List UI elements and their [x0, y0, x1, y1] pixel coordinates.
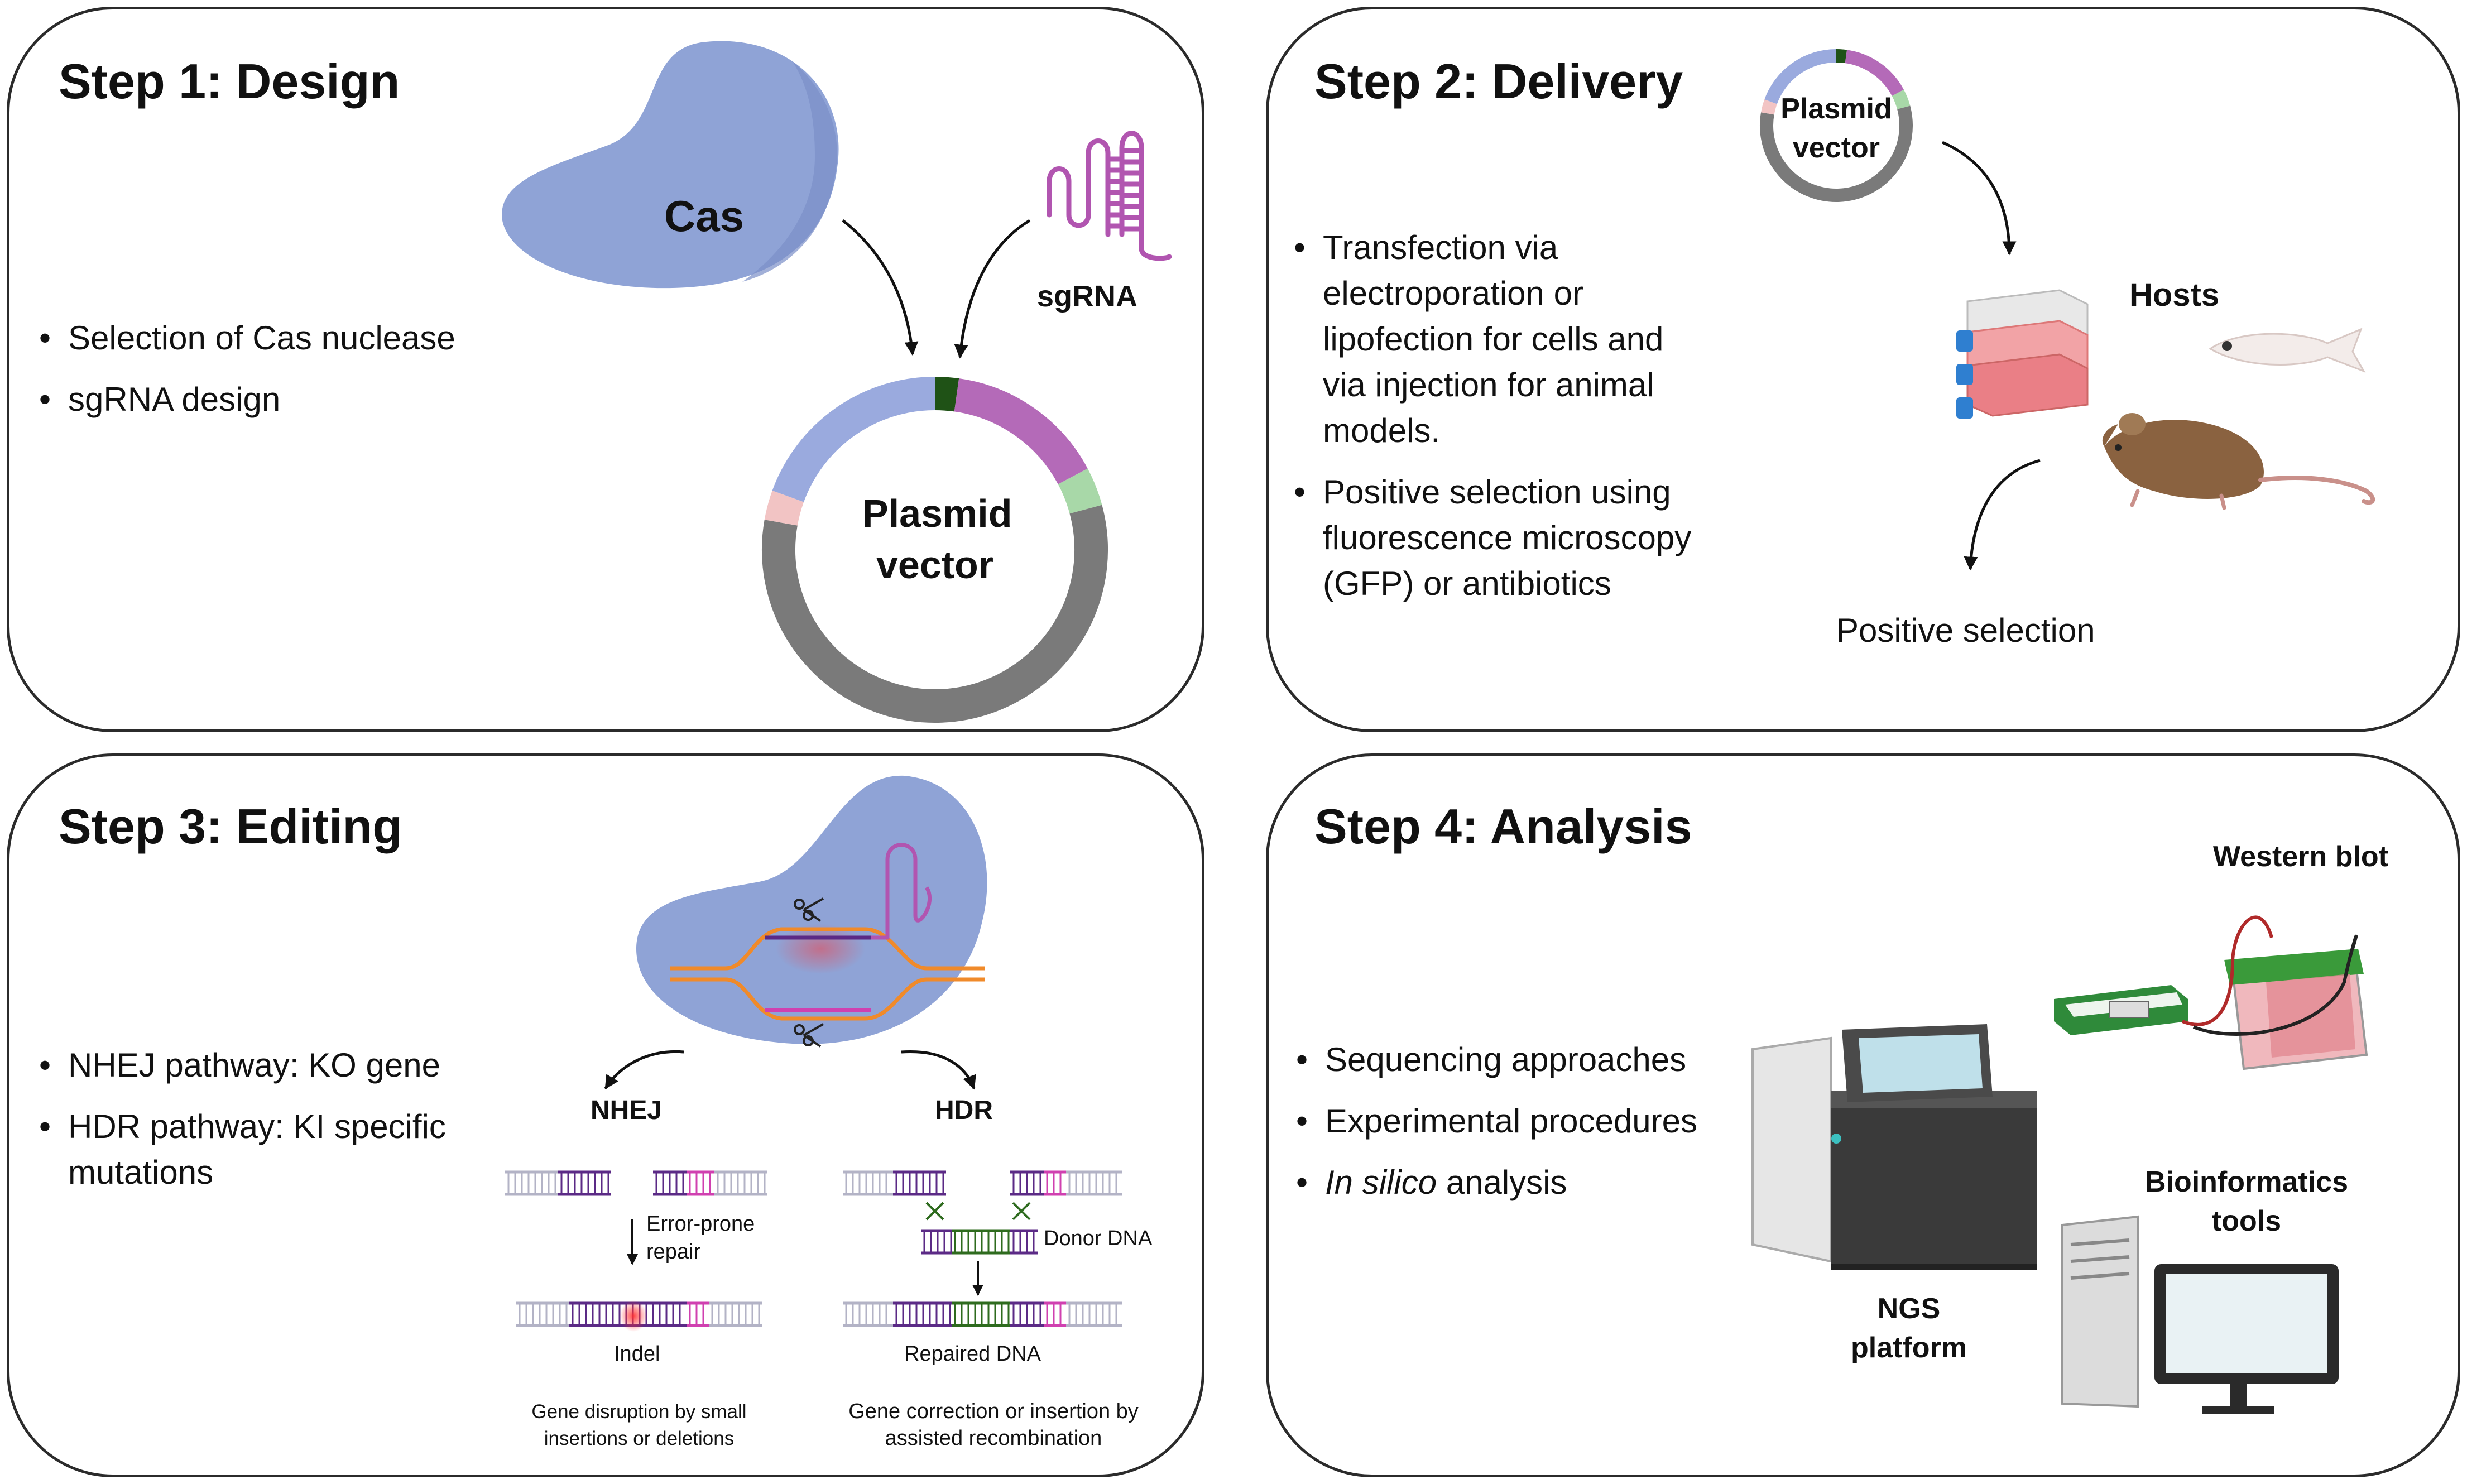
bullet-line: NHEJ pathway: KO gene: [68, 1046, 441, 1084]
indel-highlight: [620, 1300, 647, 1332]
cas-label: Cas: [664, 191, 745, 241]
crossover-marks: [925, 1202, 1031, 1221]
western-blot-icon: [2054, 915, 2368, 1070]
dna-strands: [505, 1170, 1122, 1327]
plasmid-label-line2: vector: [876, 543, 994, 587]
bullet-item: Experimental procedures: [1296, 1098, 1697, 1144]
step2-title: Step 2: Delivery: [1314, 54, 1683, 109]
nhej-label: NHEJ: [591, 1096, 663, 1125]
step1-panel: [7, 7, 1204, 732]
plasmid-small-label-line2: vector: [1792, 132, 1880, 164]
plasmid-vector-ring-small: [1760, 49, 1913, 202]
bullet-line: fluorescence microscopy: [1323, 519, 1692, 556]
bullet-item: HDR pathway: KI specific mutations: [39, 1104, 446, 1195]
hdr-label: HDR: [935, 1096, 993, 1125]
western-blot-label: Western blot: [2213, 841, 2388, 873]
bullet-item: Transfection via electroporation or lipo…: [1294, 225, 1691, 454]
error-prone-label-line1: Error-prone: [646, 1212, 755, 1236]
hosts-label: Hosts: [2129, 277, 2220, 313]
plasmid-small-label-line1: Plasmid: [1780, 93, 1892, 125]
bullet-line: Positive selection using: [1323, 473, 1671, 511]
bullet-line: (GFP) or antibiotics: [1323, 565, 1611, 602]
nhej-caption-line1: Gene disruption by small: [531, 1401, 747, 1423]
bioinformatics-label-line2: tools: [2211, 1205, 2282, 1237]
arrow-to-nhej: [604, 1050, 684, 1090]
hdr-caption-line2: assisted recombination: [885, 1427, 1102, 1450]
sgrna-label: sgRNA: [1037, 280, 1138, 313]
arrow-sgrna-to-plasmid: [954, 219, 1031, 359]
italic-text: In silico: [1325, 1164, 1437, 1201]
bullet-item: Selection of Cas nuclease: [39, 315, 455, 361]
bullet-line: lipofection for cells and: [1323, 320, 1664, 358]
bullet-item: Sequencing approaches: [1296, 1037, 1697, 1083]
arrow-to-hdr: [901, 1050, 976, 1090]
repaired-dna-label: Repaired DNA: [904, 1342, 1041, 1366]
arrow-hosts-to-selection: [1964, 459, 2041, 571]
bullet-line: HDR pathway: KI specific: [68, 1108, 446, 1145]
positive-selection-label: Positive selection: [1836, 612, 2095, 649]
bullet-line: Transfection via: [1323, 229, 1558, 266]
bullet-line: models.: [1323, 412, 1441, 449]
zebrafish-icon: [2209, 328, 2366, 373]
ngs-label-line2: platform: [1851, 1332, 1967, 1364]
ngs-platform-icon: [1751, 1024, 2037, 1270]
step4-title: Step 4: Analysis: [1314, 799, 1692, 854]
cell-culture-flasks-icon: [1956, 289, 2089, 419]
bullet-text: analysis: [1437, 1164, 1567, 1201]
arrow-plasmid-to-hosts: [1941, 141, 2017, 256]
step3-bullets: NHEJ pathway: KO gene HDR pathway: KI sp…: [39, 1043, 446, 1211]
sgrna-icon: [1047, 131, 1172, 261]
mouse-icon: [2102, 413, 2375, 510]
scissors-icon-top: [794, 897, 824, 922]
indel-label: Indel: [614, 1342, 660, 1366]
step1-title: Step 1: Design: [59, 54, 400, 109]
arrow-cas-to-plasmid: [842, 219, 919, 356]
step2-bullets: Transfection via electroporation or lipo…: [1294, 225, 1691, 622]
plasmid-label-line1: Plasmid: [862, 492, 1012, 535]
bullet-line: mutations: [68, 1154, 214, 1191]
bioinformatics-label-line1: Bioinformatics: [2144, 1166, 2349, 1198]
cas-protein-shade: [742, 61, 837, 282]
cas-complex-shape: [636, 775, 987, 1044]
bullet-line: via injection for animal: [1323, 366, 1654, 404]
bullet-item: In silico analysis: [1296, 1160, 1697, 1206]
hdr-caption-line1: Gene correction or insertion by: [848, 1400, 1139, 1423]
bullet-line: electroporation or: [1323, 275, 1583, 312]
error-prone-label-line2: repair: [646, 1240, 701, 1264]
step1-bullets: Selection of Cas nuclease sgRNA design: [39, 315, 455, 438]
step4-bullets: Sequencing approaches Experimental proce…: [1296, 1037, 1697, 1221]
bullet-item: sgRNA design: [39, 377, 455, 422]
ngs-label-line1: NGS: [1877, 1293, 1941, 1325]
scissors-icon-bottom: [794, 1023, 824, 1048]
bioinformatics-computer-icon: [2061, 1215, 2339, 1414]
bullet-item: Positive selection using fluorescence mi…: [1294, 469, 1691, 607]
bullet-item: NHEJ pathway: KO gene: [39, 1043, 446, 1088]
donor-dna-label: Donor DNA: [1044, 1227, 1153, 1250]
cas-protein-shape: [502, 41, 839, 289]
step3-title: Step 3: Editing: [59, 799, 402, 854]
dna-cut-diagram: [670, 843, 985, 1021]
nhej-caption-line2: insertions or deletions: [544, 1428, 735, 1449]
plasmid-vector-ring: [762, 377, 1108, 723]
